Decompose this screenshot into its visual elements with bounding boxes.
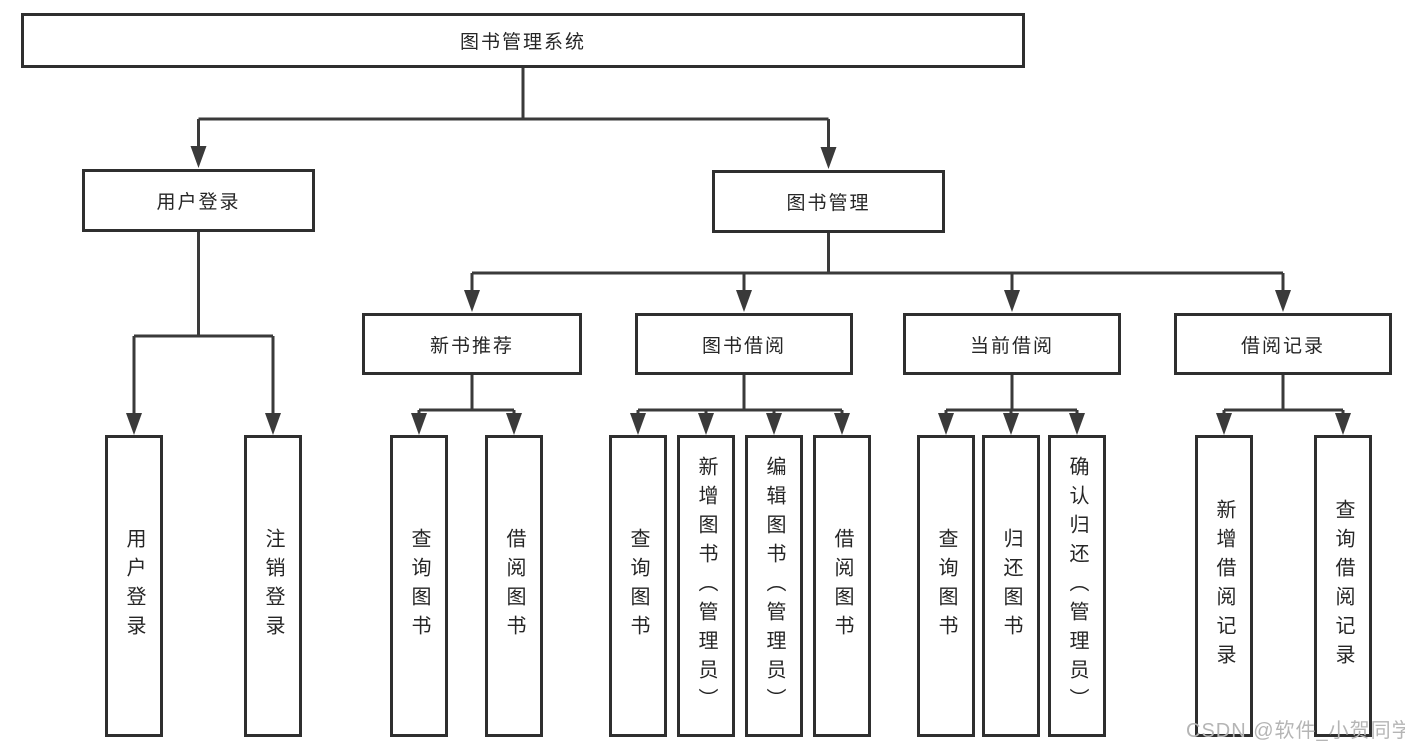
arrowhead <box>506 413 522 435</box>
node-book-borrowing: 图书借阅 <box>635 313 853 375</box>
node-label: 编辑图书（管理员） <box>763 455 785 717</box>
node-label: 当前借阅 <box>969 335 1054 357</box>
csdn-watermark: CSDN @软件_小贺同学 <box>1186 720 1405 742</box>
arrowhead <box>630 413 646 435</box>
node-add-books-admin: 新增图书（管理员） <box>677 435 735 737</box>
node-borrow-books: 借阅图书 <box>813 435 871 737</box>
node-label: 借阅记录 <box>1240 335 1325 357</box>
node-label: 查询图书 <box>935 528 957 644</box>
arrowhead <box>190 146 207 168</box>
node-label: 用户登录 <box>156 192 241 213</box>
node-query-books-current: 查询图书 <box>917 435 975 737</box>
arrowhead <box>1216 413 1232 435</box>
node-book-management: 图书管理 <box>712 170 945 233</box>
arrowhead <box>1275 290 1291 312</box>
arrowhead <box>938 413 954 435</box>
node-label: 查询图书 <box>408 528 430 644</box>
node-borrowing-records: 借阅记录 <box>1174 313 1392 375</box>
node-query-books-recommend: 查询图书 <box>390 435 448 737</box>
node-label: 图书管理系统 <box>459 32 586 53</box>
node-label: 图书管理 <box>786 193 871 214</box>
node-label: 注销登录 <box>262 528 284 644</box>
node-label: 新增借阅记录 <box>1213 499 1235 673</box>
node-label: 查询借阅记录 <box>1332 499 1354 673</box>
arrowhead <box>1335 413 1351 435</box>
arrowhead <box>1069 413 1085 435</box>
node-borrow-books-recommend: 借阅图书 <box>485 435 543 737</box>
node-add-borrow-record: 新增借阅记录 <box>1195 435 1253 737</box>
node-label: 用户登录 <box>123 528 145 644</box>
node-edit-books-admin: 编辑图书（管理员） <box>745 435 803 737</box>
node-current-borrowing: 当前借阅 <box>903 313 1121 375</box>
arrowhead <box>766 413 782 435</box>
arrowhead <box>736 290 752 312</box>
arrowhead <box>265 413 281 435</box>
node-query-borrow-record: 查询借阅记录 <box>1314 435 1372 737</box>
node-label: 新增图书（管理员） <box>695 455 717 717</box>
node-new-book-recommend: 新书推荐 <box>362 313 582 375</box>
node-library-management-system: 图书管理系统 <box>21 13 1025 68</box>
node-label: 图书借阅 <box>701 335 786 357</box>
arrowhead <box>1003 413 1019 435</box>
node-label: 确认归还（管理员） <box>1066 455 1088 717</box>
node-label: 借阅图书 <box>503 528 525 644</box>
arrowhead <box>1004 290 1020 312</box>
arrowhead <box>411 413 427 435</box>
node-label: 新书推荐 <box>429 335 514 357</box>
node-return-books: 归还图书 <box>982 435 1040 737</box>
node-logout: 注销登录 <box>244 435 302 737</box>
node-label: 查询图书 <box>627 528 649 644</box>
node-query-books-borrowing: 查询图书 <box>609 435 667 737</box>
arrowhead <box>126 413 142 435</box>
node-label: 归还图书 <box>1000 528 1022 644</box>
arrowhead <box>834 413 850 435</box>
arrowhead <box>698 413 714 435</box>
node-confirm-return-admin: 确认归还（管理员） <box>1048 435 1106 737</box>
arrowhead <box>820 147 837 169</box>
node-user-login-group: 用户登录 <box>82 169 315 232</box>
arrowhead <box>464 290 480 312</box>
node-user-login: 用户登录 <box>105 435 163 737</box>
node-label: 借阅图书 <box>831 528 853 644</box>
